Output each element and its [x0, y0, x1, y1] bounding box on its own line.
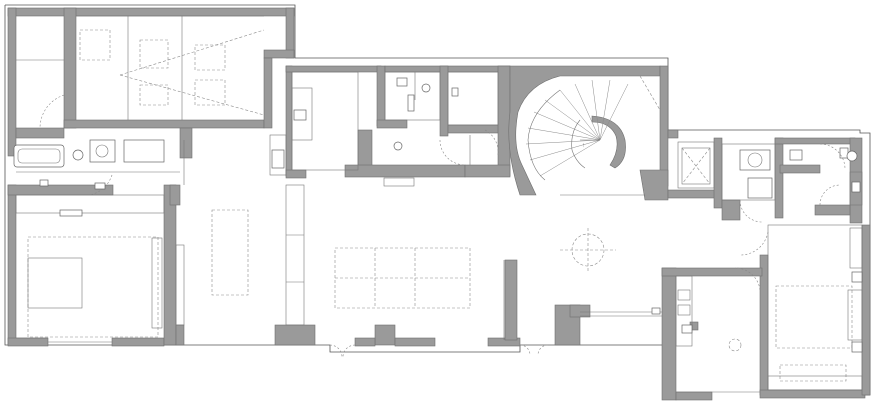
bathroom-right: [721, 143, 863, 223]
wardrobe-room: [16, 15, 265, 129]
wc-center: [384, 71, 499, 166]
study: [675, 267, 761, 393]
living-dining: [175, 71, 662, 358]
spiral-stair: ↑: [525, 75, 661, 196]
walls: [7, 7, 871, 401]
bedroom-left: [15, 194, 165, 343]
bathroom-left: [13, 139, 180, 196]
lift: [677, 141, 715, 189]
bedroom-right: [739, 224, 863, 391]
stair-arrow-icon: ↑: [582, 143, 585, 149]
